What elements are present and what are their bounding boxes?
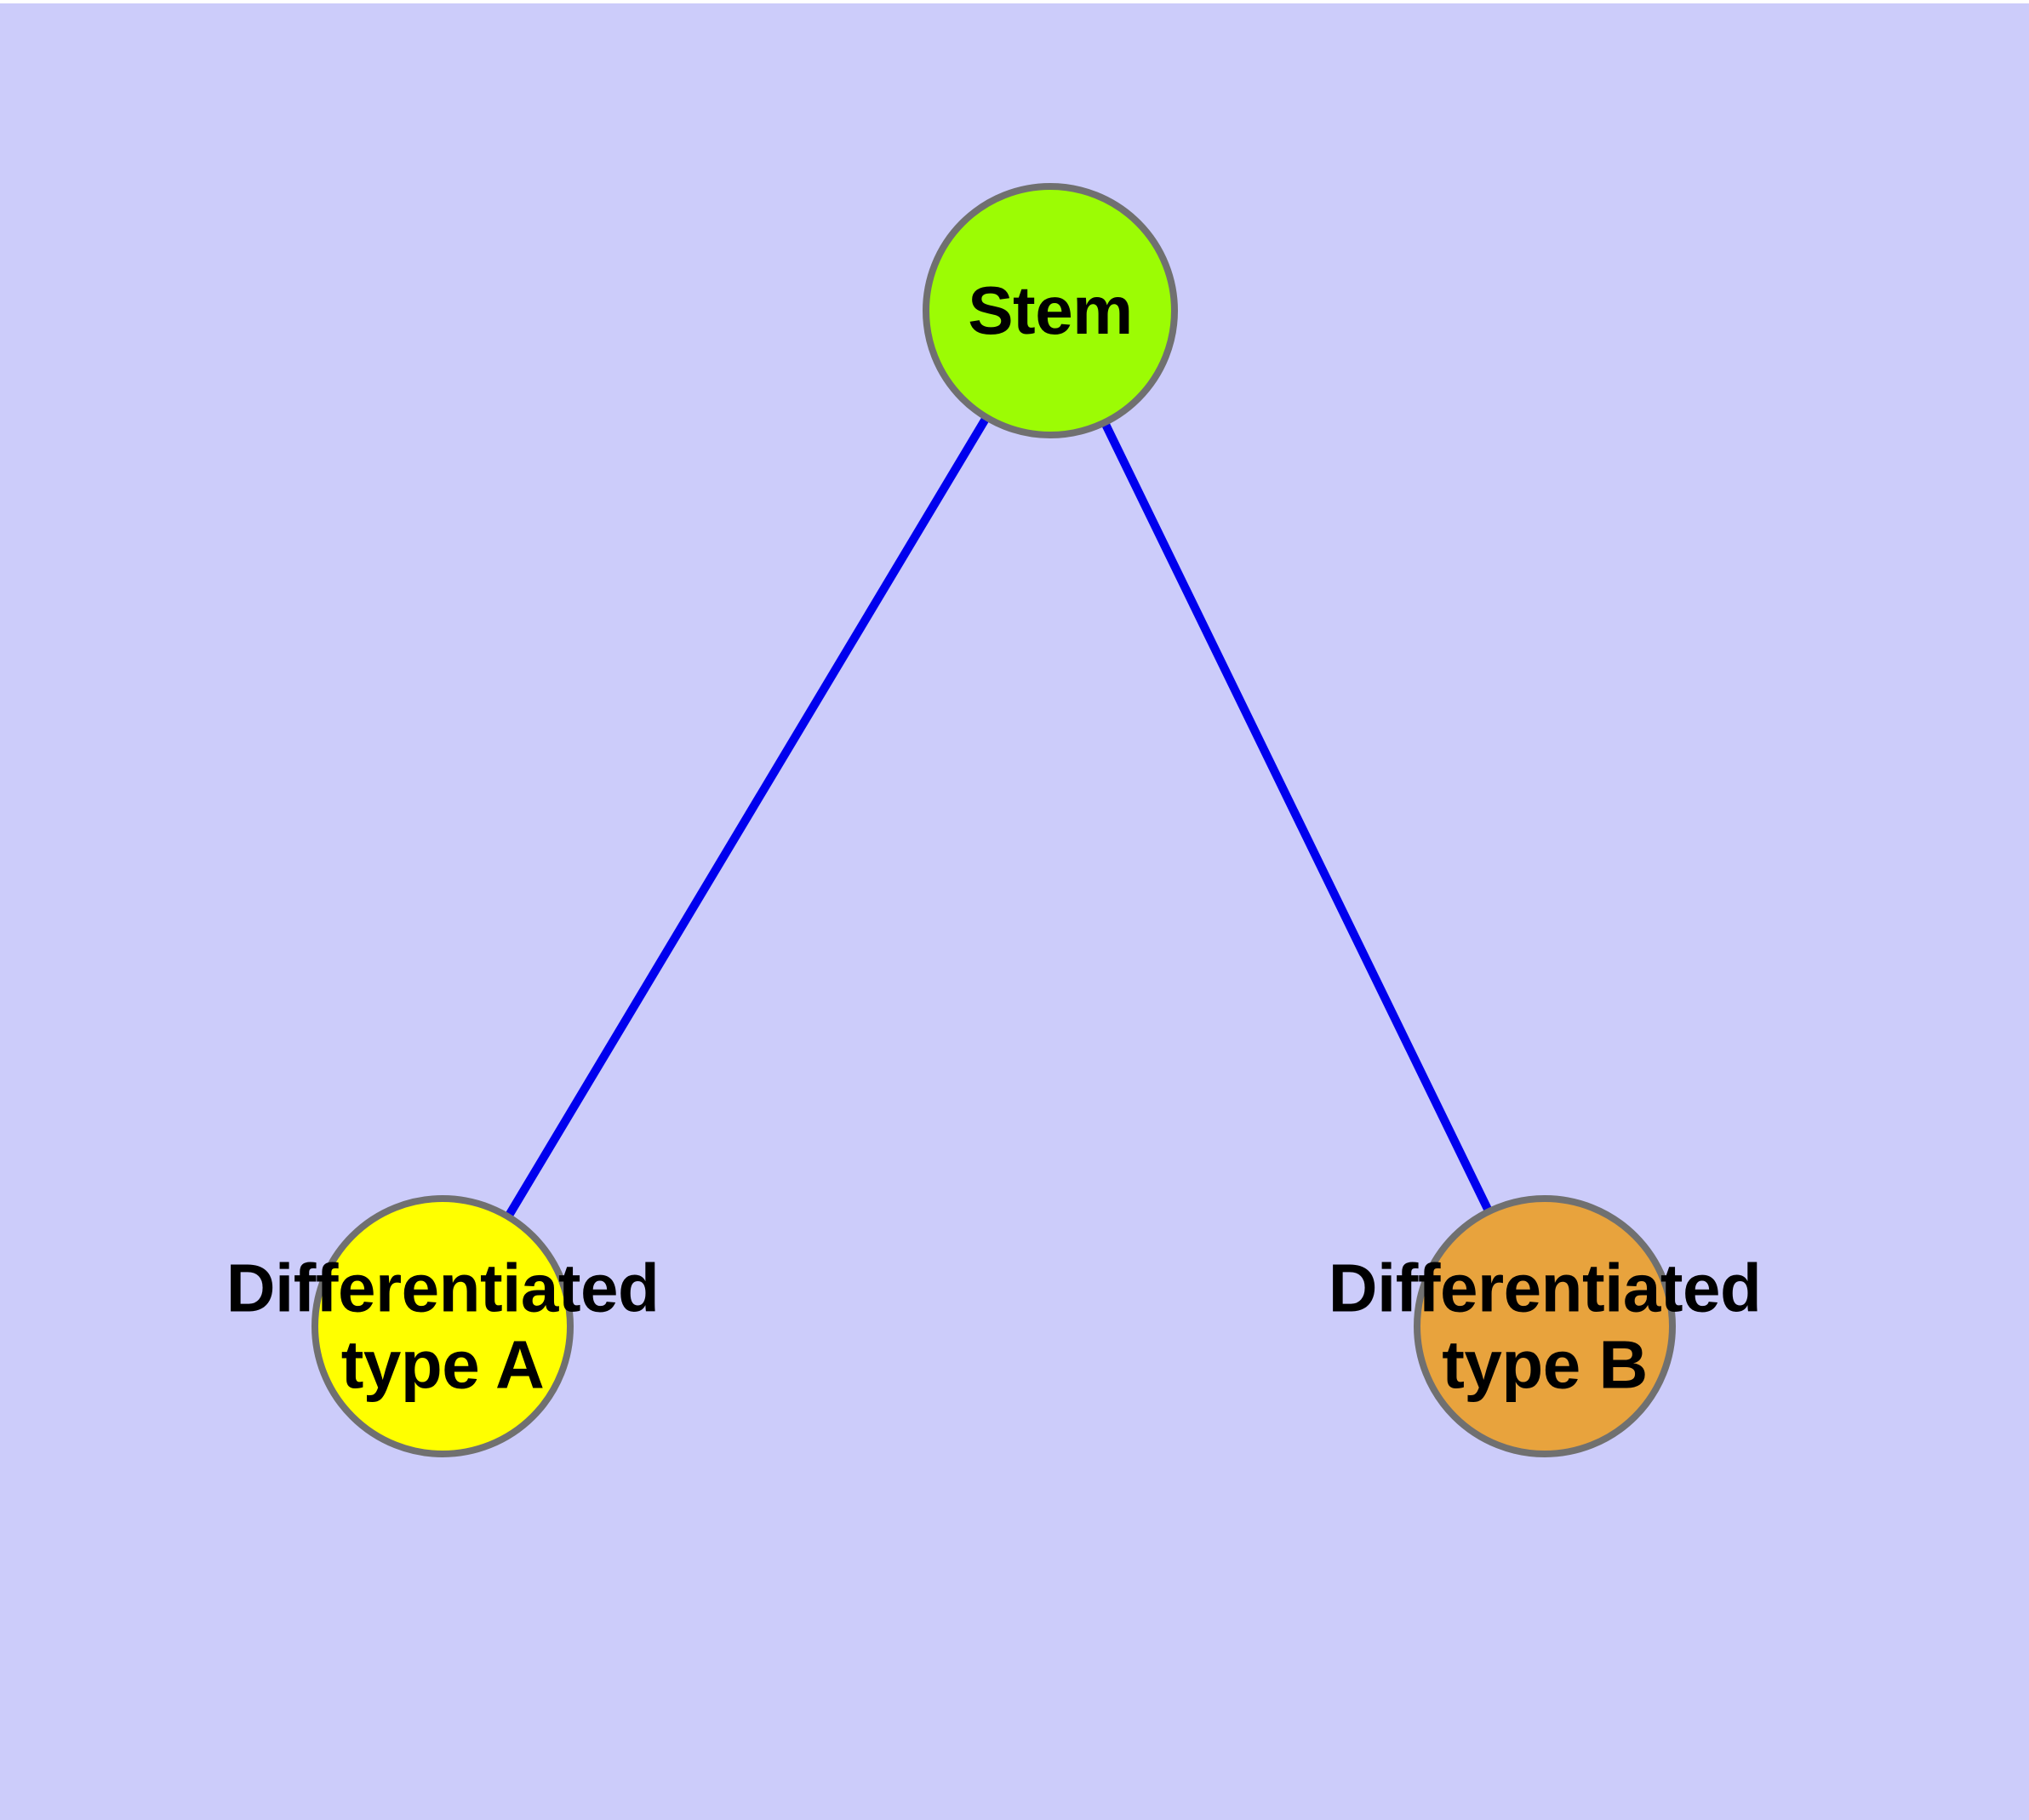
edge-stem-diff-b[interactable] bbox=[1046, 308, 1549, 1329]
nodes-layer bbox=[311, 183, 1676, 1457]
node-circle-diff-b[interactable] bbox=[1414, 1195, 1676, 1457]
node-circle-stem[interactable] bbox=[923, 183, 1178, 438]
edge-stem-diff-a[interactable] bbox=[438, 308, 1055, 1329]
edges-layer bbox=[438, 308, 1549, 1329]
node-circle-diff-a[interactable] bbox=[311, 1195, 574, 1457]
